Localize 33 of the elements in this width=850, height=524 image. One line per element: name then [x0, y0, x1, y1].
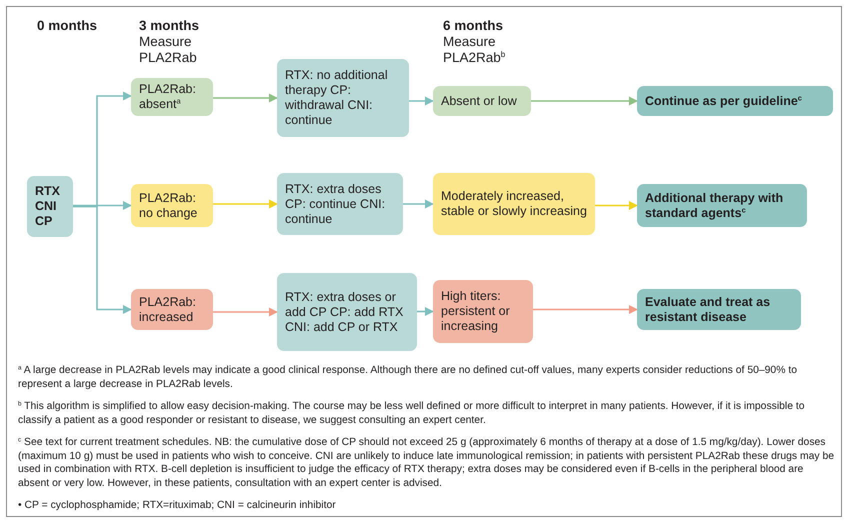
- arrow: [213, 94, 278, 102]
- arrow: [213, 308, 278, 316]
- process-box: PLA2Rab: absent$^{a}$: [131, 78, 213, 116]
- timepoint-heading: Measure PLA2Rab$^{b}$: [443, 34, 506, 66]
- process-box: Moderately increased, stable or slowly increasing: [433, 173, 595, 235]
- timepoint-heading: 0 months: [37, 18, 98, 34]
- footnote: $^{b}$ This algorithm is simplified to allow easy decision-making. The course may be less well defined or more difficult to interpret in many patients. However, if it is impossible to classify a patient as a good responder or resistant to disease, we suggest consulting an expert center.: [18, 400, 806, 428]
- timepoint-heading: 3 months: [139, 18, 200, 34]
- arrow: [403, 200, 434, 208]
- process-box: RTX: extra doses CP: continue CNI: continue: [277, 173, 403, 235]
- footnote: • CP = cyclophosphamide; RTX=rituximab; CNI = calcineurin inhibitor: [18, 499, 337, 513]
- process-box: Absent or low: [433, 86, 531, 116]
- timepoint-heading: Measure PLA2Rab: [139, 34, 198, 66]
- process-box: Continue as per guideline$^{c}$: [637, 86, 833, 116]
- process-box: PLA2Rab: increased: [131, 289, 213, 330]
- process-box: RTX: no additional therapy CP: withdrawal CNI: continue: [277, 59, 409, 137]
- arrow: [533, 305, 638, 314]
- arrow: [213, 200, 278, 208]
- arrow: [417, 307, 434, 316]
- footnote: $^{c}$ See text for current treatment schedules. NB: the cumulative dose of CP should not exceed 25 g (approximately 6 months of therapy at a dose of 1.5 mg/kg/day). Lower doses (maximum 10 g) must be used in patients who wish to conceive. CNI are unlikely to induce late immunological remission; in patients with persistent PLA2Rab these drugs may be used in combination with RTX. B-cell depletion is insufficient to judge the efficacy of RTX therapy; extra doses may be considered even if B-cells in the peripheral blood are absent or very low. However, in these patients, consultation with an expert center is advised.: [18, 436, 836, 490]
- process-box: High titers: persistent or increasing: [433, 280, 533, 343]
- arrow: [409, 96, 434, 106]
- arrow: [595, 201, 638, 210]
- footnote: $^{a}$ A large decrease in PLA2Rab levels may indicate a good clinical response. Although there are no defined cut-off values, many experts consider reductions of 50–90% to represent a large decrease in PLA2Rab levels.: [18, 364, 798, 392]
- process-box: RTX: extra doses or add CP CP: add RTX CNI: add CP or RTX: [277, 273, 417, 351]
- process-box: PLA2Rab: no change: [131, 184, 213, 227]
- timepoint-heading: 6 months: [443, 18, 504, 34]
- arrow: [73, 206, 132, 314]
- process-box: Additional therapy with standard agents$^{c}$: [637, 184, 807, 227]
- process-box: RTX CNI CP: [27, 176, 73, 237]
- arrow: [73, 201, 132, 210]
- process-box: Evaluate and treat as resistant disease: [637, 289, 801, 330]
- arrow: [531, 96, 638, 106]
